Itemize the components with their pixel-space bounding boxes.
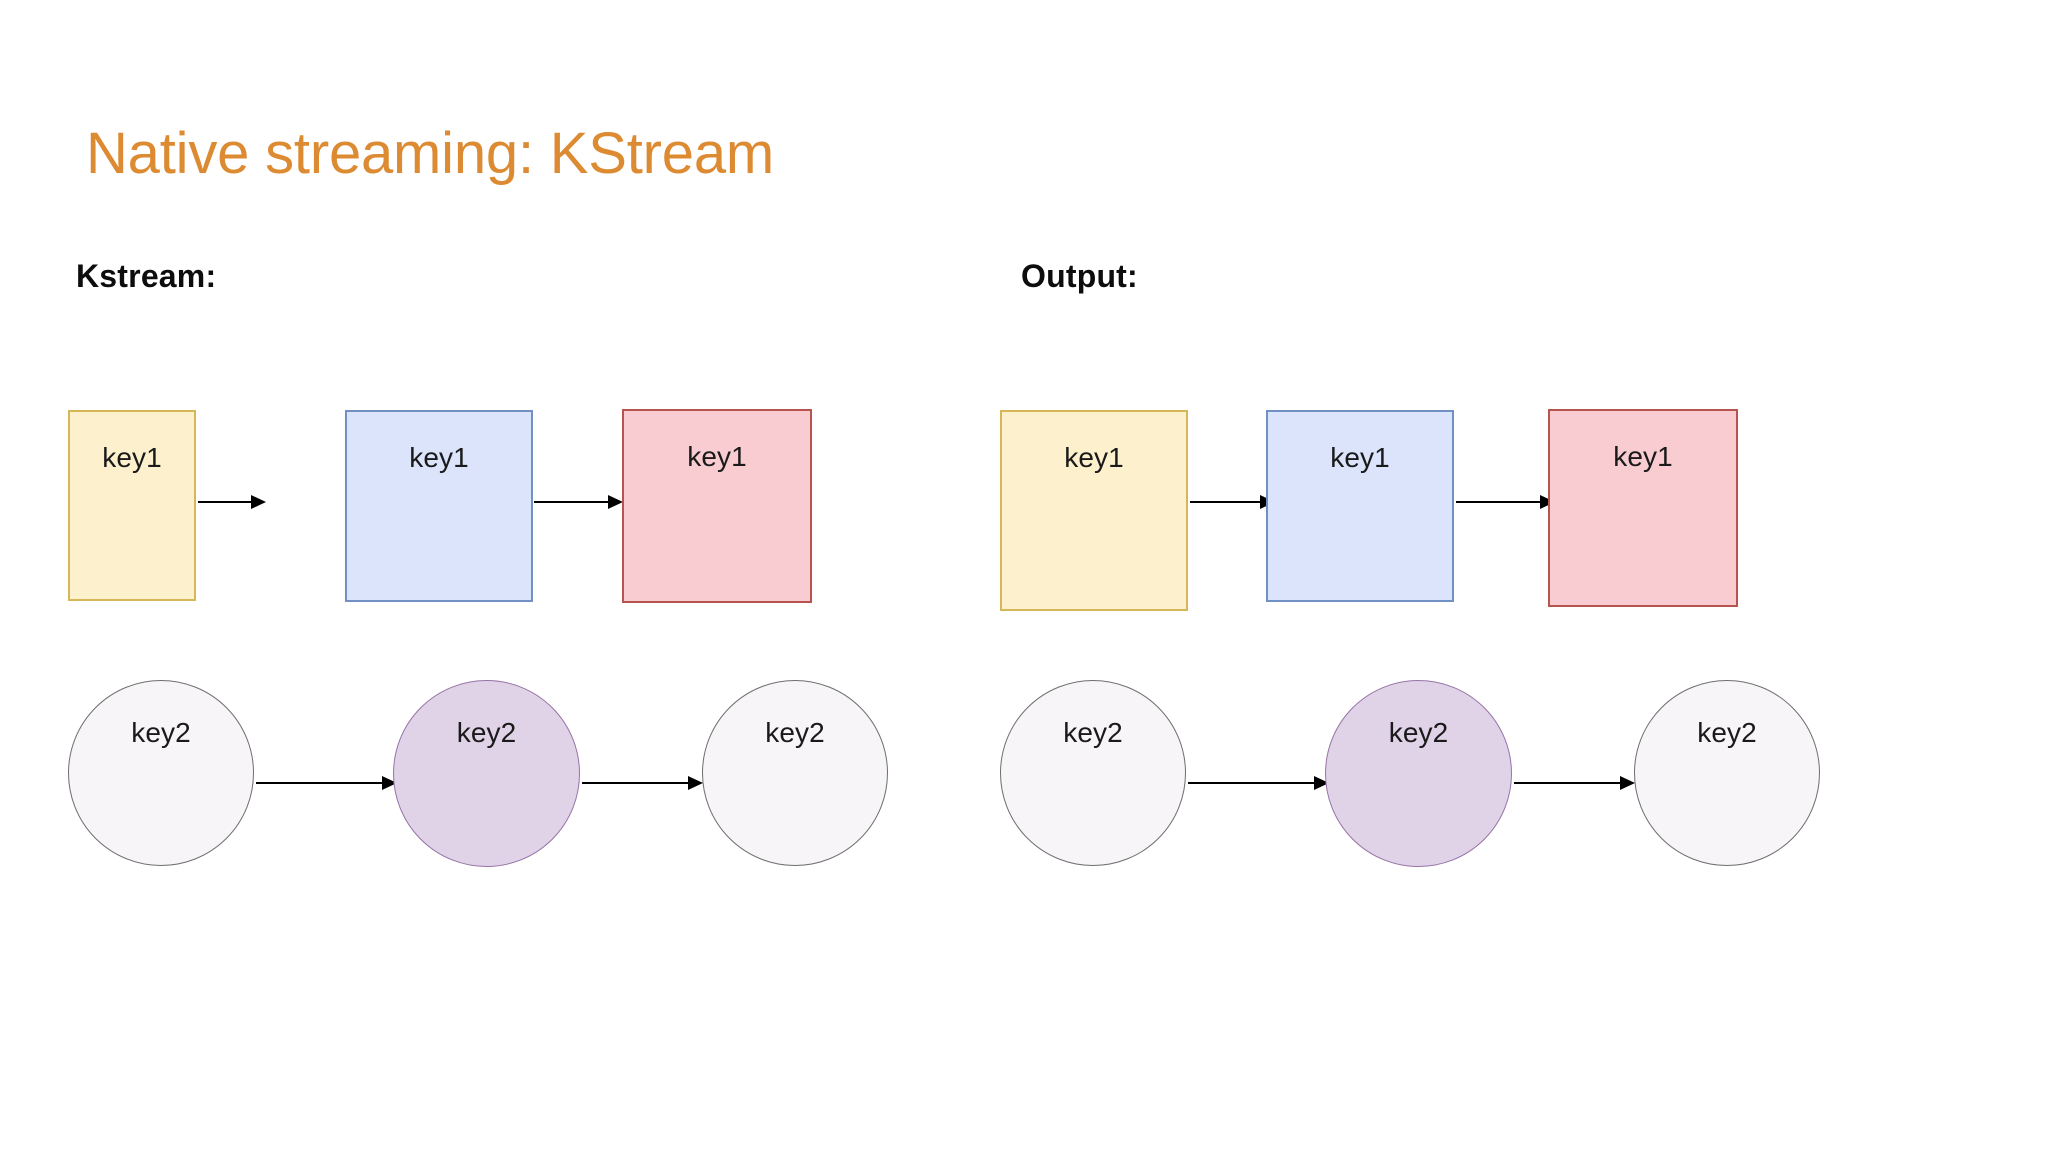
output-circle-key2-gray-1[interactable]: key2 <box>1000 680 1186 866</box>
arrow-output-circle-1-to-2 <box>1188 776 1329 790</box>
arrow-kstream-circle-1-to-2 <box>256 776 397 790</box>
arrow-output-circle-2-to-3 <box>1514 776 1635 790</box>
kstream-rect-key1-blue[interactable]: key1 <box>345 410 533 602</box>
shape-label: key1 <box>687 441 747 472</box>
arrow-output-rect-2-to-3 <box>1456 495 1556 509</box>
output-circle-key2-purple[interactable]: key2 <box>1325 680 1512 867</box>
shape-label: key1 <box>409 442 469 473</box>
output-rect-key1-yellow[interactable]: key1 <box>1000 410 1188 611</box>
output-rect-key1-pink[interactable]: key1 <box>1548 409 1738 607</box>
arrow-output-rect-1-to-2 <box>1190 495 1276 509</box>
arrow-kstream-rect-1-to-2 <box>198 495 266 509</box>
kstream-circle-key2-gray-1[interactable]: key2 <box>68 680 254 866</box>
shape-label: key2 <box>456 717 517 748</box>
section-heading-kstream: Kstream: <box>76 258 217 294</box>
shape-label: key2 <box>1697 717 1757 748</box>
arrow-kstream-circle-2-to-3 <box>582 776 703 790</box>
shape-label: key2 <box>131 717 191 748</box>
shape-label: key2 <box>1063 717 1123 748</box>
section-heading-output: Output: <box>1021 258 1138 294</box>
page-title: Native streaming: KStream <box>86 121 775 186</box>
shape-label: key1 <box>1064 442 1124 473</box>
kstream-circle-key2-purple[interactable]: key2 <box>393 680 580 867</box>
output-rect-key1-blue[interactable]: key1 <box>1266 410 1454 602</box>
shape-label: key1 <box>1613 441 1673 472</box>
kstream-rect-key1-yellow[interactable]: key1 <box>68 410 196 601</box>
shape-label: key2 <box>1388 717 1449 748</box>
kstream-rect-key1-pink[interactable]: key1 <box>622 409 812 603</box>
arrow-kstream-rect-2-to-3 <box>534 495 624 509</box>
shape-label: key2 <box>765 717 825 748</box>
shape-label: key1 <box>102 442 162 473</box>
shape-label: key1 <box>1330 442 1390 473</box>
kstream-circle-key2-gray-2[interactable]: key2 <box>702 680 888 866</box>
output-circle-key2-gray-2[interactable]: key2 <box>1634 680 1820 866</box>
